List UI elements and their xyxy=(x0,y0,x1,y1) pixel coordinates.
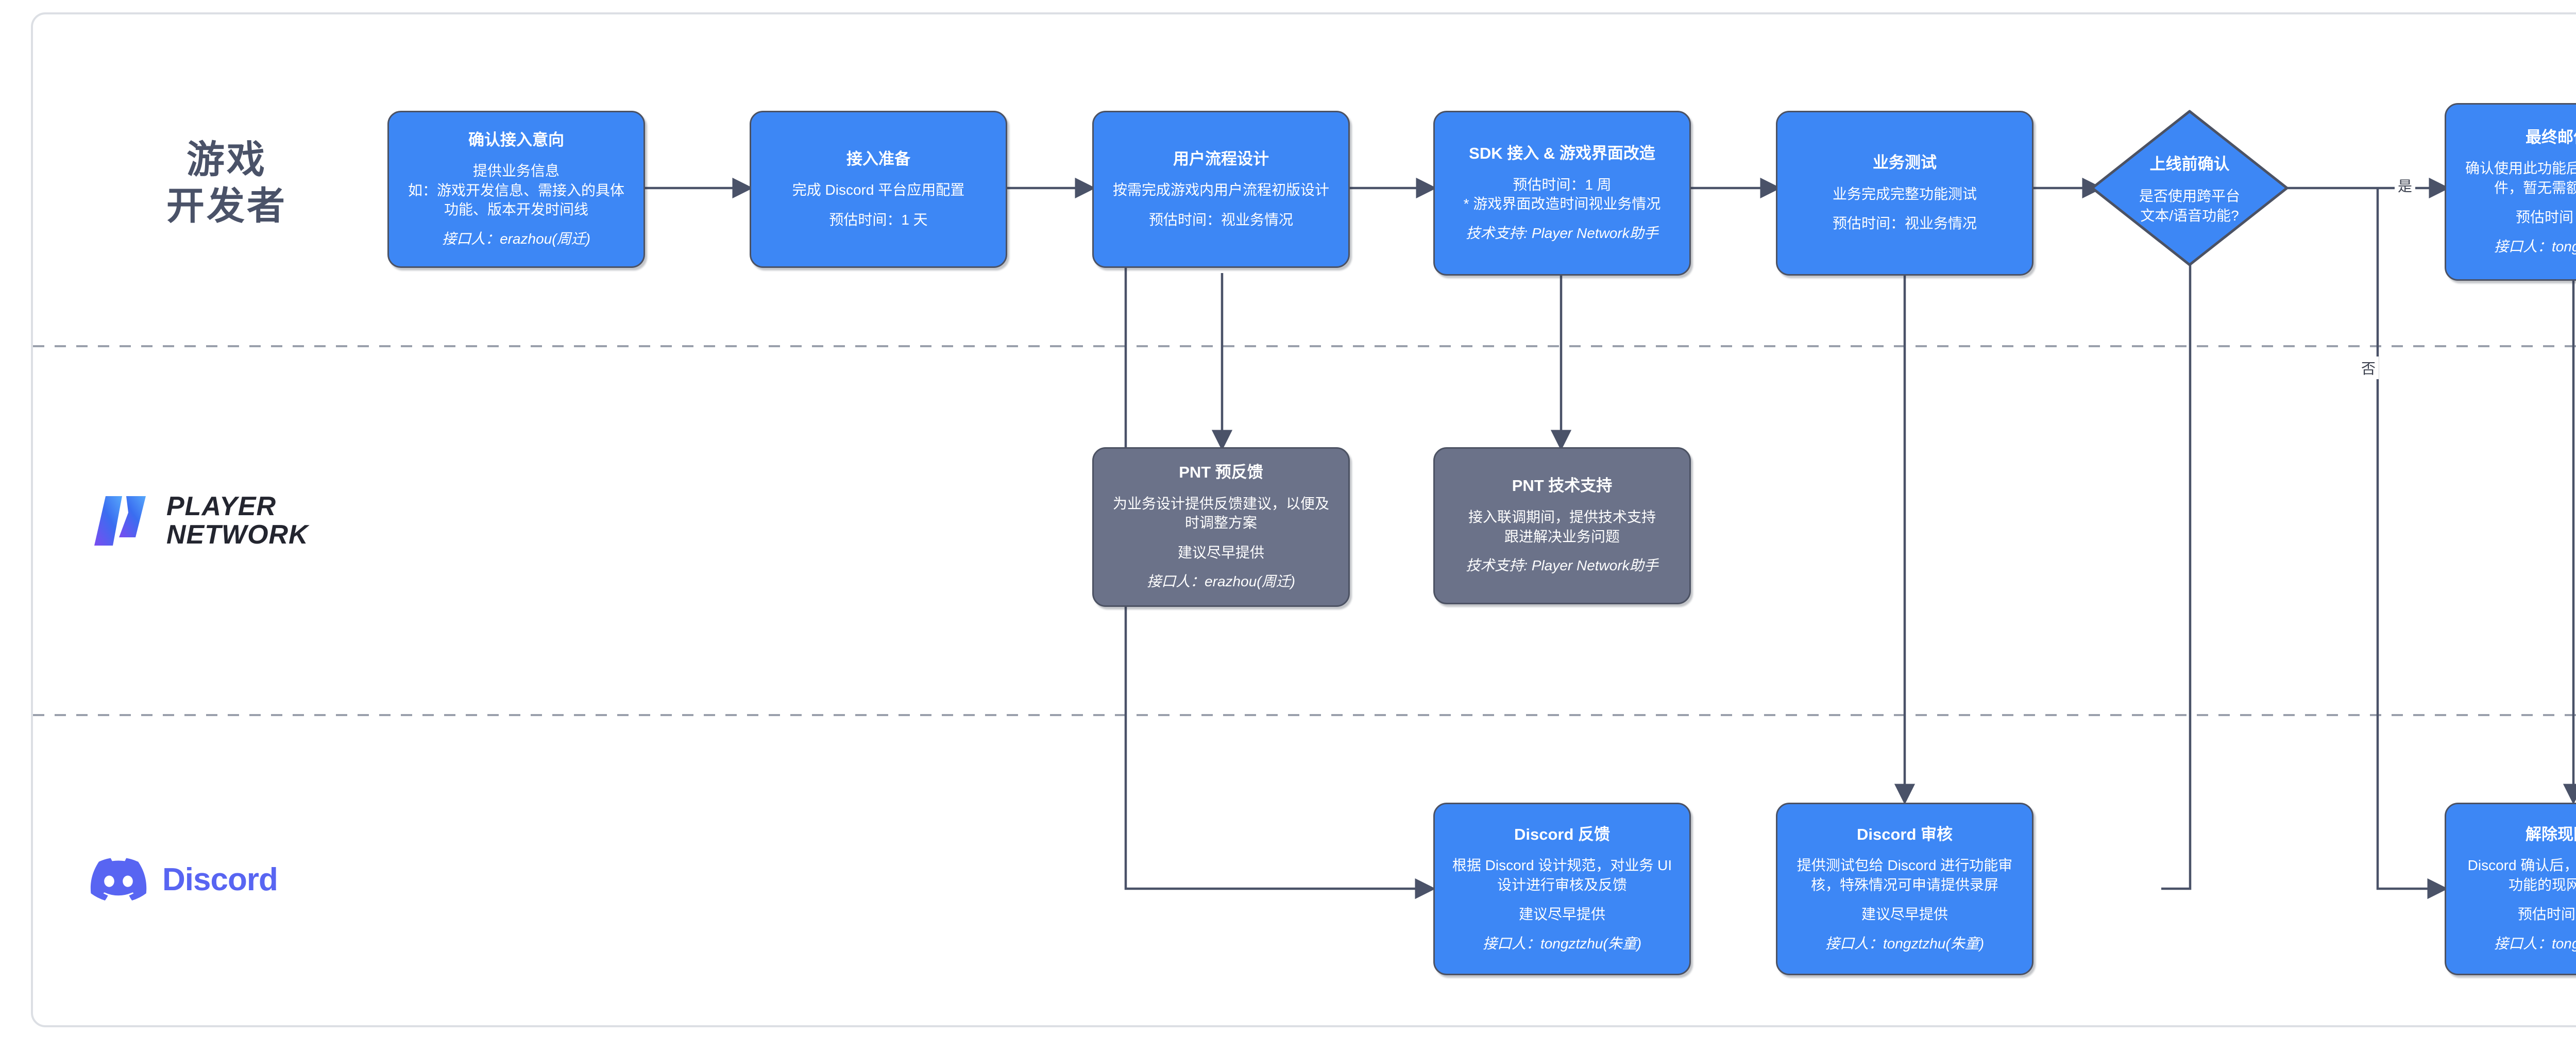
node-time: 预估时间：一周内 xyxy=(2515,209,2576,226)
node-discord-review[interactable]: Discord 审核 提供测试包给 Discord 进行功能审 核，特殊情况可申… xyxy=(1776,803,2033,975)
node-desc: 按需完成游戏内用户流程初版设计 xyxy=(1112,182,1329,198)
node-owner: 技术支持: Player Network助手 xyxy=(1466,557,1658,574)
node-desc: 提供业务信息 如：游戏开发信息、需接入的具体 功能、版本开发时间线 xyxy=(408,163,624,218)
player-network-line1: PLAYER xyxy=(166,491,277,522)
node-access-prep[interactable]: 接入准备 完成 Discord 平台应用配置 预估时间：1 天 xyxy=(750,111,1007,268)
node-owner: 接口人：tongztzhu(朱童) xyxy=(2494,935,2576,952)
node-title: Discord 审核 xyxy=(1856,825,1953,843)
node-desc: 提供测试包给 Discord 进行功能审 核，特殊情况可申请提供录屏 xyxy=(1797,857,2013,893)
node-pre-launch-check[interactable]: 上线前确认 是否使用跨平台 文本/语音功能? xyxy=(2089,108,2290,268)
node-title: PNT 技术支持 xyxy=(1512,477,1613,495)
node-title: 确认接入意向 xyxy=(468,130,564,149)
node-owner: 接口人：tongztzhu(朱童) xyxy=(1482,935,1642,952)
node-final-email-confirm[interactable]: 最终邮件确认 确认使用此功能后，需尽早发送邮 件，暂无需额外签署合同 预估时间：… xyxy=(2445,103,2576,281)
node-sdk-integration[interactable]: SDK 接入 & 游戏界面改造 预估时间：1 周 * 游戏界面改造时间视业务情况… xyxy=(1433,111,1691,276)
node-desc: 为业务设计提供反馈建议，以便及 时调整方案 xyxy=(1112,495,1329,531)
diamond-text-block: 上线前确认 是否使用跨平台 文本/语音功能? xyxy=(2089,108,2290,268)
node-desc: 根据 Discord 设计规范，对业务 UI 设计进行审核及反馈 xyxy=(1452,857,1672,893)
node-title: 最终邮件确认 xyxy=(2526,128,2576,146)
node-owner: 接口人：erazhou(周迁) xyxy=(442,230,590,247)
player-network-wordmark: PLAYER NETWORK xyxy=(166,493,309,549)
discord-logo-icon xyxy=(90,858,147,901)
node-pnt-tech-support[interactable]: PNT 技术支持 接入联调期间，提供技术支持 跟进解决业务问题 技术支持: Pl… xyxy=(1433,447,1691,604)
node-discord-feedback[interactable]: Discord 反馈 根据 Discord 设计规范，对业务 UI 设计进行审核… xyxy=(1433,803,1691,975)
edge-label-yes: 是 xyxy=(2395,174,2416,197)
node-time: 预估时间：1 周 * 游戏界面改造时间视业务情况 xyxy=(1463,176,1661,212)
node-time: 建议尽早提供 xyxy=(1861,906,1948,923)
node-title: PNT 预反馈 xyxy=(1179,463,1263,482)
node-time: 预估时间：2-3 天 xyxy=(2517,906,2576,923)
node-desc: 确认使用此功能后，需尽早发送邮 件，暂无需额外签署合同 xyxy=(2465,160,2576,196)
lane-label-discord: Discord xyxy=(90,858,278,901)
node-desc: 是否使用跨平台 文本/语音功能? xyxy=(2139,188,2240,224)
node-owner: 接口人：tongztzhu(朱童) xyxy=(2494,238,2576,254)
node-desc: 业务完成完整功能测试 xyxy=(1832,185,1977,202)
node-confirm-intent[interactable]: 确认接入意向 提供业务信息 如：游戏开发信息、需接入的具体 功能、版本开发时间线… xyxy=(387,111,645,268)
node-time: 预估时间：视业务情况 xyxy=(1832,215,1977,232)
player-network-logo-icon xyxy=(94,496,146,546)
node-owner: 技术支持: Player Network助手 xyxy=(1466,225,1658,241)
player-network-line2: NETWORK xyxy=(166,520,309,550)
node-pnt-pre-feedback[interactable]: PNT 预反馈 为业务设计提供反馈建议，以便及 时调整方案 建议尽早提供 接口人… xyxy=(1092,447,1350,607)
node-owner: 接口人：tongztzhu(朱童) xyxy=(1825,935,1985,952)
diamond-shape-icon xyxy=(2091,110,2289,266)
node-title: SDK 接入 & 游戏界面改造 xyxy=(1469,144,1655,162)
node-title: 上线前确认 xyxy=(2149,155,2230,173)
node-desc: 完成 Discord 平台应用配置 xyxy=(792,182,965,198)
node-desc: Discord 确认后，解除对游戏接入 功能的现网使用限制 xyxy=(2467,857,2576,893)
lane-label-developer-text: 游戏 开发者 xyxy=(166,138,287,227)
node-title: 接入准备 xyxy=(846,149,910,168)
node-title: Discord 反馈 xyxy=(1514,825,1611,843)
node-lift-restriction[interactable]: 解除现网限制 Discord 确认后，解除对游戏接入 功能的现网使用限制 预估时… xyxy=(2445,803,2576,975)
node-title: 业务测试 xyxy=(1873,154,1937,172)
node-title: 用户流程设计 xyxy=(1173,149,1269,168)
node-desc: 接入联调期间，提供技术支持 跟进解决业务问题 xyxy=(1468,509,1656,545)
node-time: 预估时间：视业务情况 xyxy=(1148,211,1293,228)
node-business-test[interactable]: 业务测试 业务完成完整功能测试 预估时间：视业务情况 xyxy=(1776,111,2033,276)
discord-wordmark: Discord xyxy=(162,861,278,897)
node-user-flow-design[interactable]: 用户流程设计 按需完成游戏内用户流程初版设计 预估时间：视业务情况 xyxy=(1092,111,1350,268)
node-title: 解除现网限制 xyxy=(2526,825,2576,843)
node-time: 建议尽早提供 xyxy=(1518,906,1605,923)
node-time: 预估时间：1 天 xyxy=(829,211,928,228)
lane-label-player-network: PLAYER NETWORK xyxy=(90,492,309,550)
edge-label-no: 否 xyxy=(2358,357,2379,379)
node-time: 建议尽早提供 xyxy=(1177,544,1264,561)
lane-label-developer: 游戏 开发者 xyxy=(93,118,361,247)
node-owner: 接口人：erazhou(周迁) xyxy=(1147,573,1295,590)
